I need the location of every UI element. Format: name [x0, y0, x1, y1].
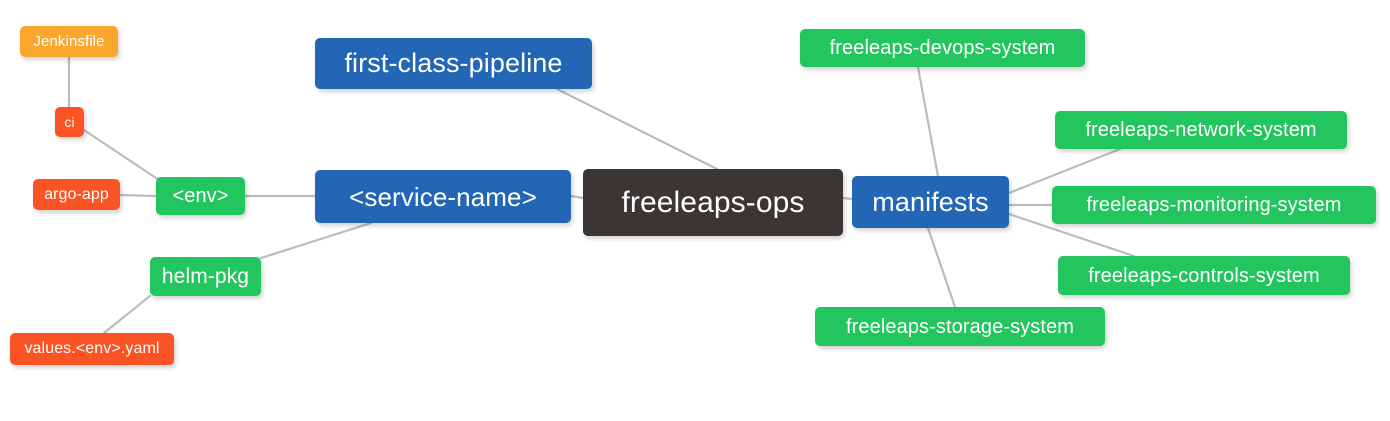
- node-helm-pkg[interactable]: helm-pkg: [150, 257, 261, 296]
- node-manifests[interactable]: manifests: [852, 176, 1009, 228]
- edge-manifests-to-storage-system: [926, 226, 957, 309]
- node-label-values-yaml: values.<env>.yaml: [24, 340, 160, 357]
- node-root[interactable]: freeleaps-ops: [583, 169, 843, 236]
- node-label-controls-system: freeleaps-controls-system: [1088, 264, 1320, 287]
- node-service-name[interactable]: <service-name>: [315, 170, 571, 223]
- node-devops-system[interactable]: freeleaps-devops-system: [800, 29, 1085, 67]
- node-label-manifests: manifests: [872, 186, 989, 217]
- node-label-root: freeleaps-ops: [621, 185, 805, 219]
- edge-service-name-to-root: [569, 194, 585, 200]
- node-label-jenkinsfile: Jenkinsfile: [33, 33, 105, 50]
- node-label-first-class-pipeline: first-class-pipeline: [344, 48, 563, 78]
- node-label-monitoring-system: freeleaps-monitoring-system: [1086, 194, 1342, 216]
- edge-root-to-manifests: [841, 196, 854, 201]
- node-controls-system[interactable]: freeleaps-controls-system: [1058, 256, 1350, 295]
- node-label-env: <env>: [172, 185, 229, 207]
- node-label-devops-system: freeleaps-devops-system: [829, 37, 1056, 59]
- node-argo-app[interactable]: argo-app: [33, 179, 120, 210]
- edge-first-class-pipeline-to-root: [555, 87, 719, 171]
- node-monitoring-system[interactable]: freeleaps-monitoring-system: [1052, 186, 1376, 224]
- node-env[interactable]: <env>: [156, 177, 245, 215]
- node-label-network-system: freeleaps-network-system: [1085, 119, 1317, 141]
- node-values-yaml[interactable]: values.<env>.yaml: [10, 333, 174, 365]
- edge-manifests-to-devops-system: [916, 65, 940, 178]
- edge-helm-pkg-to-service-name: [259, 221, 373, 260]
- node-first-class-pipeline[interactable]: first-class-pipeline: [315, 38, 592, 89]
- node-label-service-name: <service-name>: [349, 181, 537, 212]
- node-ci[interactable]: ci: [55, 107, 84, 137]
- edge-values-yaml-to-helm-pkg: [102, 294, 152, 335]
- node-label-storage-system: freeleaps-storage-system: [845, 315, 1075, 338]
- edge-argo-app-to-env: [118, 193, 158, 198]
- edge-ci-to-env: [82, 128, 161, 182]
- node-label-ci: ci: [64, 114, 75, 130]
- node-label-helm-pkg: helm-pkg: [161, 265, 250, 288]
- node-storage-system[interactable]: freeleaps-storage-system: [815, 307, 1105, 346]
- node-jenkinsfile[interactable]: Jenkinsfile: [20, 26, 118, 57]
- node-network-system[interactable]: freeleaps-network-system: [1055, 111, 1347, 149]
- node-label-argo-app: argo-app: [44, 185, 109, 203]
